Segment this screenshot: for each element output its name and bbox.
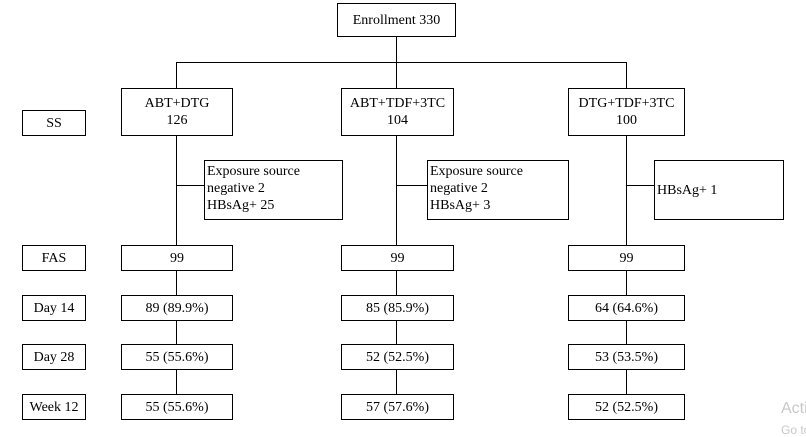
exclusion-line: Exposure source	[430, 164, 523, 179]
connector-line	[626, 185, 654, 186]
row-label-week12: Week 12	[22, 394, 86, 420]
connector-line	[176, 185, 204, 186]
day14-box-dtg-tdf-3tc: 64 (64.6%)	[568, 295, 685, 321]
day28-box-abt-tdf-3tc: 52 (52.5%)	[341, 344, 454, 370]
row-label-text: Week 12	[29, 399, 79, 415]
connector-line	[396, 185, 427, 186]
exclusion-line: negative 2	[430, 181, 488, 196]
exclusion-box-abt-tdf-3tc: Exposure source negative 2 HBsAg+ 3	[427, 160, 569, 220]
arm-ss-count: 126	[166, 113, 188, 128]
exclusion-box-dtg-tdf-3tc: HBsAg+ 1	[654, 160, 784, 220]
week12-value: 57 (57.6%)	[366, 399, 429, 415]
day28-value: 53 (53.5%)	[595, 349, 658, 365]
arm-box-abt-dtg: ABT+DTG 126	[121, 88, 233, 136]
day14-box-abt-dtg: 89 (89.9%)	[121, 295, 233, 321]
day14-value: 85 (85.9%)	[366, 300, 429, 316]
row-label-text: FAS	[41, 250, 67, 266]
day28-value: 55 (55.6%)	[145, 349, 209, 365]
arm-name: ABT+DTG	[144, 96, 210, 111]
fas-value: 99	[390, 250, 405, 266]
row-label-ss: SS	[22, 110, 86, 136]
exclusion-line: HBsAg+ 3	[430, 198, 491, 213]
connector-line	[396, 36, 397, 62]
arm-box-abt-tdf-3tc: ABT+TDF+3TC 104	[341, 88, 454, 136]
connector-line	[176, 62, 627, 63]
exclusion-line: negative 2	[207, 181, 265, 196]
day14-value: 64 (64.6%)	[595, 300, 658, 316]
fas-value: 99	[170, 250, 184, 266]
exclusion-line: Exposure source	[207, 164, 300, 179]
fas-box-dtg-tdf-3tc: 99	[568, 245, 685, 271]
exclusion-line: HBsAg+ 25	[207, 198, 275, 213]
day14-box-abt-tdf-3tc: 85 (85.9%)	[341, 295, 454, 321]
row-label-fas: FAS	[22, 245, 86, 271]
arm-name: DTG+TDF+3TC	[578, 96, 675, 111]
exclusion-line: HBsAg+ 1	[657, 182, 718, 198]
day28-box-dtg-tdf-3tc: 53 (53.5%)	[568, 344, 685, 370]
connector-line	[626, 62, 627, 89]
fas-box-abt-dtg: 99	[121, 245, 233, 271]
arm-box-dtg-tdf-3tc: DTG+TDF+3TC 100	[568, 88, 685, 136]
row-label-day14: Day 14	[22, 295, 86, 321]
connector-line	[396, 62, 397, 89]
week12-value: 55 (55.6%)	[145, 399, 209, 415]
activation-watermark-subtitle: Go to Settings to activate Windows.	[781, 423, 806, 437]
week12-box-abt-tdf-3tc: 57 (57.6%)	[341, 394, 454, 420]
arm-ss-count: 100	[616, 113, 637, 128]
fas-box-abt-tdf-3tc: 99	[341, 245, 454, 271]
row-label-day28: Day 28	[22, 344, 86, 370]
day28-box-abt-dtg: 55 (55.6%)	[121, 344, 233, 370]
arm-ss-count: 104	[387, 113, 408, 128]
week12-box-dtg-tdf-3tc: 52 (52.5%)	[568, 394, 685, 420]
exclusion-box-abt-dtg: Exposure source negative 2 HBsAg+ 25	[204, 160, 343, 220]
week12-value: 52 (52.5%)	[595, 399, 658, 415]
enrollment-label: Enrollment 330	[352, 12, 441, 28]
fas-value: 99	[619, 250, 634, 266]
connector-line	[176, 62, 177, 89]
day14-value: 89 (89.9%)	[145, 300, 209, 316]
arm-name: ABT+TDF+3TC	[349, 96, 446, 111]
week12-box-abt-dtg: 55 (55.6%)	[121, 394, 233, 420]
activation-watermark-title: Activate Windows	[781, 400, 806, 417]
day28-value: 52 (52.5%)	[366, 349, 429, 365]
row-label-text: SS	[46, 115, 62, 131]
row-label-text: Day 28	[33, 349, 75, 365]
enrollment-box: Enrollment 330	[337, 3, 456, 37]
row-label-text: Day 14	[33, 300, 75, 316]
